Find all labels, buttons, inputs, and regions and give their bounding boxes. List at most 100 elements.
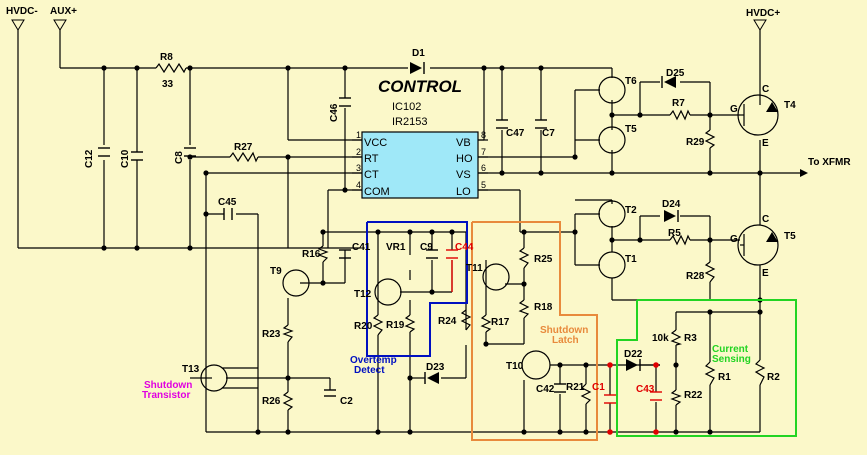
- label-r18: R18: [534, 302, 553, 313]
- igbt-internal-diodes: [766, 102, 778, 242]
- label-r22: R22: [684, 390, 703, 401]
- xfmr-arrow-icon: [800, 169, 808, 177]
- transistor-t6-icon: [598, 76, 626, 104]
- ic-pin-num-8: 8: [481, 130, 486, 140]
- label-c47: C47: [506, 128, 525, 139]
- label-t9: T9: [270, 266, 282, 277]
- resistor-r2-icon: [754, 359, 766, 386]
- label-hvdc-plus: HVDC+: [746, 8, 780, 19]
- label-r23: R23: [262, 329, 281, 340]
- shutdown-latch-box: [471, 221, 598, 441]
- label-c42: C42: [536, 384, 555, 395]
- control-title: CONTROL: [378, 77, 462, 96]
- transistor-t9-icon: [282, 269, 310, 297]
- label-c44: C44: [455, 242, 474, 253]
- transistor-t11-icon: [482, 263, 510, 291]
- transistor-t2-icon: [598, 200, 626, 228]
- wires: [17, 30, 800, 433]
- label-r2: R2: [767, 372, 780, 383]
- diode-d24-icon: [664, 210, 676, 222]
- label-c12: C12: [84, 149, 95, 168]
- transistor-t10-icon: [521, 350, 551, 380]
- highlight-dots: [607, 362, 659, 435]
- label-t4-gate: G: [730, 104, 738, 115]
- ic-pin-rt: RT: [364, 153, 379, 165]
- resistor-r20-icon: [372, 314, 384, 336]
- label-c2: C2: [340, 396, 353, 407]
- overtemp-label-2: Detect: [354, 365, 385, 376]
- capacitor-symbols: [98, 97, 566, 397]
- current-sensing-box: [616, 299, 797, 437]
- label-c10: C10: [120, 149, 131, 168]
- rail-terminals: [11, 19, 808, 177]
- current-sensing-label-1: Current: [712, 344, 749, 355]
- resistor-r22-icon: [670, 389, 682, 406]
- diode-d1-icon: [410, 62, 422, 74]
- ic-pin-lo: LO: [456, 186, 471, 198]
- label-c45: C45: [218, 197, 237, 208]
- label-r17: R17: [491, 317, 510, 328]
- transistor-t13-icon: [200, 364, 228, 392]
- label-d22: D22: [624, 349, 643, 360]
- resistor-r27-icon: [229, 151, 259, 163]
- component-labels: R8 33 D1 C46 C12 C10 C8 R27 C47 C7 T6 T5…: [84, 48, 796, 407]
- ic-pin-ho: HO: [456, 153, 473, 165]
- label-d25: D25: [666, 68, 685, 79]
- ic-pin-num-6: 6: [481, 163, 486, 173]
- label-10k: 10k: [652, 333, 669, 344]
- label-t4: T4: [784, 100, 796, 111]
- ic-body: [361, 131, 479, 199]
- resistor-r23-icon: [282, 324, 294, 343]
- resistor-r19-icon: [404, 314, 416, 333]
- label-t5b: T5: [784, 231, 796, 242]
- hvdc-minus-terminal-icon: [11, 19, 25, 31]
- aux-plus-terminal-icon: [53, 19, 67, 31]
- shutdown-latch-label-1: Shutdown: [540, 325, 588, 336]
- shutdown-transistor-label-1: Shutdown: [144, 380, 192, 391]
- label-r1: R1: [718, 372, 731, 383]
- label-to-xfmr: To XFMR: [808, 157, 851, 168]
- highlighted-capacitors: [446, 249, 662, 404]
- label-r24: R24: [438, 316, 457, 327]
- resistor-r3-icon: [670, 329, 683, 346]
- label-c9: C9: [420, 242, 433, 253]
- label-d23: D23: [426, 362, 445, 373]
- overtemp-detect-box: [366, 221, 468, 357]
- ic-ref: IC102: [392, 101, 421, 113]
- label-r29: R29: [686, 137, 705, 148]
- label-t12: T12: [354, 289, 372, 300]
- label-t5b-collector: C: [762, 214, 769, 225]
- label-vr1: VR1: [386, 242, 406, 253]
- label-33: 33: [162, 79, 174, 90]
- transistor-symbols: [200, 76, 779, 392]
- label-r7: R7: [672, 98, 685, 109]
- transistor-t5a-icon: [598, 126, 626, 154]
- label-r27: R27: [234, 142, 253, 153]
- resistor-r5-icon: [669, 234, 691, 246]
- label-t4-collector: C: [762, 84, 769, 95]
- label-t5a: T5: [625, 124, 637, 135]
- label-r16: R16: [302, 249, 321, 260]
- transistor-t12-icon: [374, 278, 402, 306]
- label-r28: R28: [686, 271, 705, 282]
- ic-pin-num-1: 1: [356, 130, 361, 140]
- label-d24: D24: [662, 199, 681, 210]
- resistor-r1-icon: [704, 361, 716, 386]
- resistor-r26-icon: [282, 391, 294, 411]
- resistor-r29-icon: [704, 129, 716, 149]
- label-t6: T6: [625, 76, 637, 87]
- label-c1: C1: [592, 382, 605, 393]
- ic-pin-vb: VB: [456, 137, 471, 149]
- label-c41: C41: [352, 242, 371, 253]
- ic-pin-vs: VS: [456, 169, 471, 181]
- diode-d25-icon: [664, 76, 676, 88]
- label-c43: C43: [636, 384, 655, 395]
- label-t13: T13: [182, 364, 200, 375]
- ic-pin-com: COM: [364, 186, 390, 198]
- label-t5b-gate: G: [730, 234, 738, 245]
- ic-pin-vcc: VCC: [364, 137, 387, 149]
- ic-pin-ct: CT: [364, 169, 379, 181]
- diode-symbols: [410, 62, 679, 384]
- label-t11: T11: [466, 263, 483, 274]
